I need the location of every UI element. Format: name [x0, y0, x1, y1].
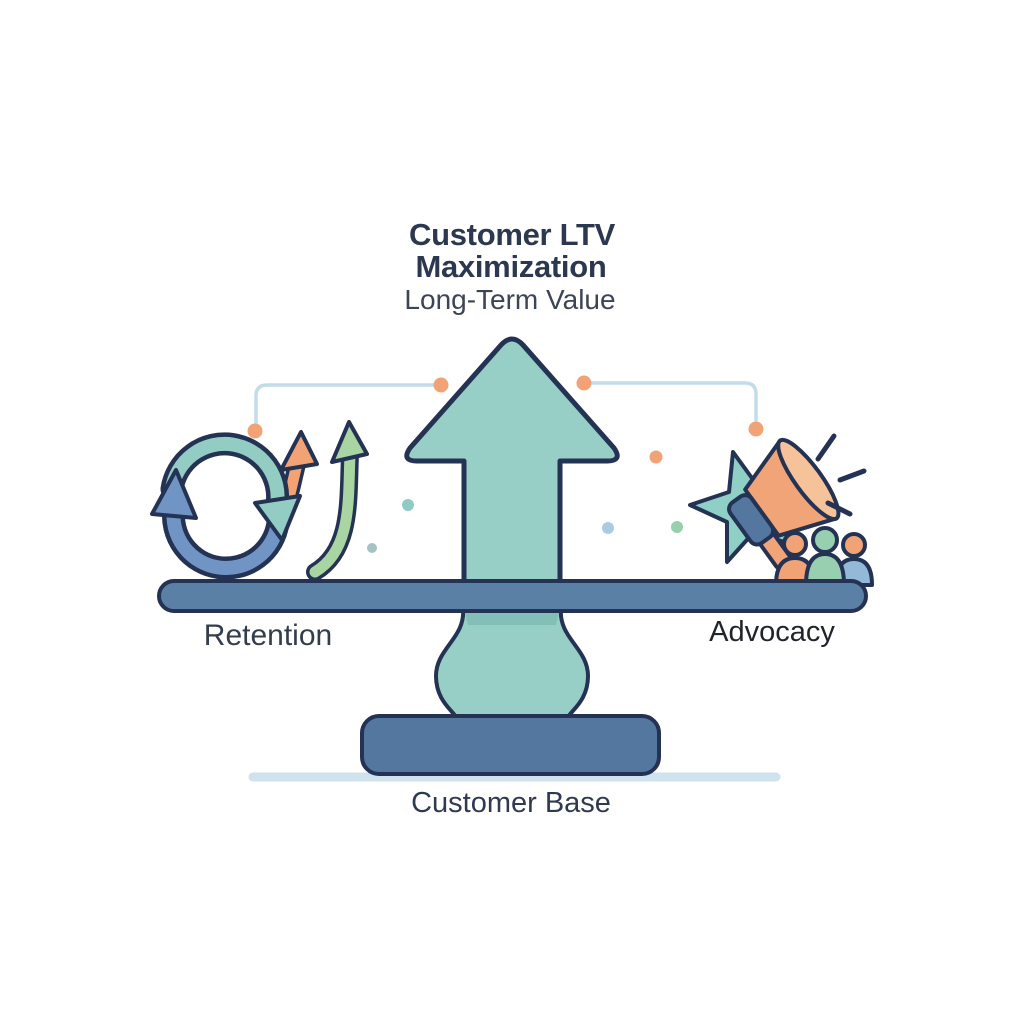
person-head-orange: [841, 532, 867, 558]
megaphone-mouth: [776, 437, 841, 522]
accent-dot-light-blue: [602, 522, 614, 534]
growth-arrowhead-green: [330, 420, 369, 464]
fulcrum-shadow: [465, 612, 559, 625]
accent-dot-orange: [649, 450, 663, 464]
cycle-arc-top: [165, 436, 285, 512]
retention-label: Retention: [204, 619, 332, 652]
connector-dot: [576, 375, 592, 391]
subtitle: Long-Term Value: [404, 284, 615, 315]
advocacy-label: Advocacy: [709, 616, 835, 648]
accent-dot-green: [671, 521, 683, 533]
megaphone-icon: [727, 437, 841, 571]
cycle-arrows-icon: [150, 432, 302, 580]
connector-dot: [247, 423, 263, 439]
growth-arrowhead-orange: [279, 430, 319, 472]
cycle-arrowhead-teal: [253, 494, 302, 542]
title-line-2: Maximization: [415, 249, 606, 284]
connector-left: [247, 377, 449, 439]
sound-lines-icon: [815, 433, 867, 517]
sound-line: [825, 500, 853, 517]
sound-line: [815, 433, 837, 462]
up-arrow: [404, 336, 620, 587]
pedestal: [360, 714, 661, 776]
accent-dots: [367, 450, 683, 553]
sound-line: [837, 468, 867, 483]
connector-dot: [433, 377, 449, 393]
balance-beam: [157, 579, 868, 613]
person-head-green: [811, 526, 839, 554]
accent-dot-gray-teal: [367, 543, 377, 553]
cycle-arc-bottom: [166, 501, 285, 576]
growth-arrow-green: [309, 448, 356, 578]
connector-dot: [748, 421, 764, 437]
customer-base-label: Customer Base: [411, 787, 611, 819]
title-line-1: Customer LTV: [409, 217, 616, 252]
people-icon: [774, 526, 874, 587]
person-body-green: [804, 552, 846, 587]
connector-left-line: [254, 383, 443, 425]
connector-right-line: [582, 381, 758, 422]
megaphone-band: [727, 493, 776, 547]
connector-right: [576, 375, 764, 437]
person-head-orange: [782, 531, 808, 557]
accent-dot-teal: [402, 499, 414, 511]
cycle-arrowhead-blue: [150, 468, 198, 520]
